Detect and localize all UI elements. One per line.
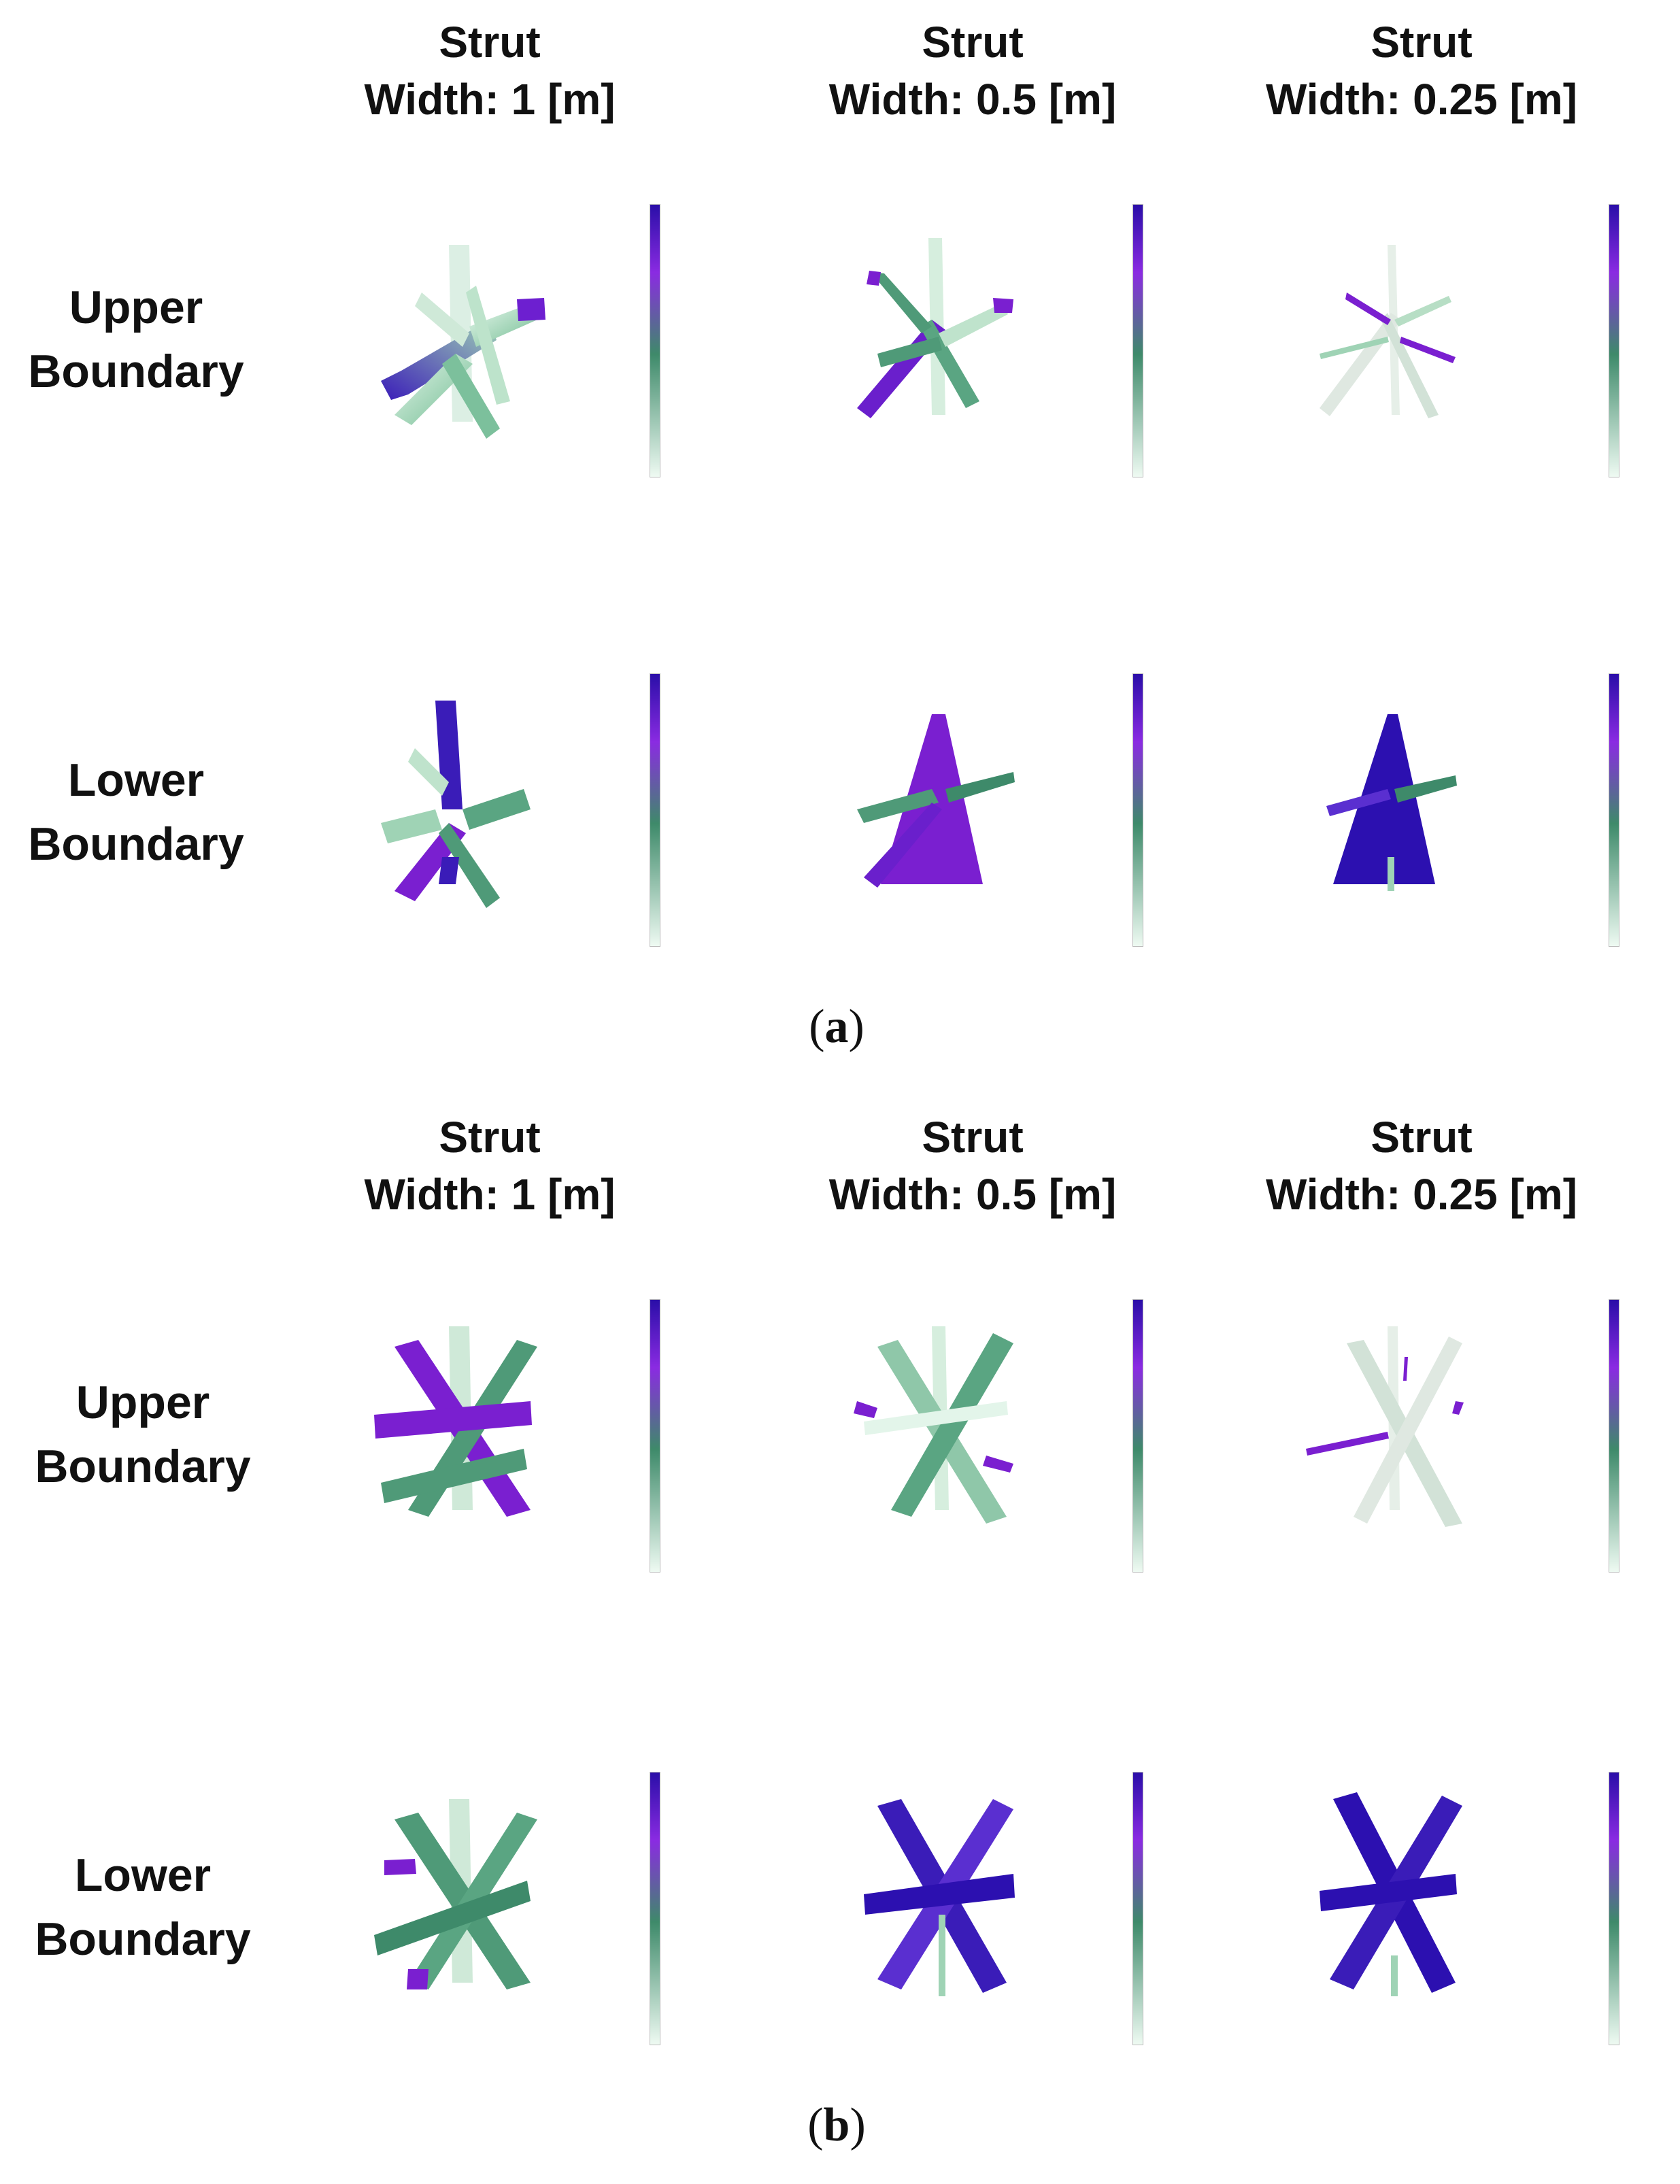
column-header-2: Strut Width: 0.5 [m] [782,14,1163,128]
row-header-upper: Upper Boundary [7,1371,279,1498]
stress-render-b-lower-1m [354,1779,626,2078]
stress-render-a-lower-1m [354,687,626,986]
strut-lattice-figure [381,701,531,908]
colorbar-a-lower-0.5m [1132,673,1143,947]
row-header-line1: Upper [75,1377,210,1428]
stress-render-a-lower-0.25m [1286,687,1558,986]
strut-lattice-figure [1320,1792,1462,1996]
row-header-line2: Boundary [35,1441,251,1492]
colorbar-b-lower-0.5m [1132,1772,1143,2045]
strut-lattice-figure [374,1326,537,1517]
row-header-line2: Boundary [28,346,244,397]
column-header-3: Strut Width: 0.25 [m] [1231,14,1612,128]
panel-label-close: ) [848,1001,864,1053]
colorbar-a-lower-1m [650,673,660,947]
row-header-line1: Upper [69,282,203,333]
panel-label-open: ( [809,1001,825,1053]
row-header-line2: Boundary [28,818,244,870]
row-header-lower: Lower Boundary [7,1843,279,1971]
colorbar-a-lower-0.25m [1609,673,1619,947]
strut-lattice-figure [857,714,1015,888]
colorbar-a-upper-1m [650,204,660,477]
column-header-line2: Width: 0.25 [m] [1265,1170,1578,1219]
column-header-2: Strut Width: 0.5 [m] [782,1109,1163,1223]
panel-label-a: (a) [769,1000,905,1054]
strut-lattice-figure [1306,1326,1464,1527]
column-header-line1: Strut [1371,18,1473,67]
column-header-1: Strut Width: 1 [m] [299,1109,680,1223]
strut-lattice-figure [1320,245,1456,418]
stress-render-a-upper-0.25m [1286,218,1558,517]
row-header-line1: Lower [67,754,205,806]
stress-render-b-upper-0.25m [1286,1306,1558,1605]
colorbar-b-upper-0.25m [1609,1299,1619,1573]
row-header-line1: Lower [74,1849,212,1901]
column-header-line1: Strut [1371,1113,1473,1162]
panel-label-open: ( [807,2099,824,2151]
row-header-line2: Boundary [35,1913,251,1965]
column-header-line2: Width: 0.5 [m] [828,1170,1117,1219]
colorbar-a-upper-0.5m [1132,204,1143,477]
stress-render-a-upper-1m [354,218,626,517]
stress-render-a-upper-0.5m [837,218,1109,517]
strut-lattice-figure [1326,714,1457,891]
panel-label-letter: b [823,2099,850,2151]
column-header-line2: Width: 1 [m] [364,75,616,124]
row-header-upper: Upper Boundary [0,275,272,403]
colorbar-b-upper-1m [650,1299,660,1573]
column-header-line1: Strut [439,1113,541,1162]
colorbar-b-upper-0.5m [1132,1299,1143,1573]
column-header-line1: Strut [922,1113,1024,1162]
column-header-line2: Width: 0.5 [m] [828,75,1117,124]
column-header-line2: Width: 1 [m] [364,1170,616,1219]
panel-label-letter: a [824,1001,849,1053]
row-header-lower: Lower Boundary [0,748,272,876]
strut-lattice-figure [374,1799,537,1989]
stress-render-b-lower-0.25m [1286,1779,1558,2078]
stress-render-a-lower-0.5m [837,687,1109,986]
colorbar-b-lower-1m [650,1772,660,2045]
stress-render-b-lower-0.5m [837,1779,1109,2078]
column-header-3: Strut Width: 0.25 [m] [1231,1109,1612,1223]
stress-render-b-upper-1m [354,1306,626,1605]
column-header-line1: Strut [439,18,541,67]
colorbar-b-lower-0.25m [1609,1772,1619,2045]
stress-render-b-upper-0.5m [837,1306,1109,1605]
panel-label-b: (b) [769,2098,905,2153]
strut-lattice-figure [857,238,1013,418]
colorbar-a-upper-0.25m [1609,204,1619,477]
panel-label-close: ) [850,2099,866,2151]
column-header-line2: Width: 0.25 [m] [1265,75,1578,124]
strut-lattice-figure [854,1326,1013,1524]
column-header-1: Strut Width: 1 [m] [299,14,680,128]
column-header-line1: Strut [922,18,1024,67]
strut-lattice-figure [864,1799,1015,1996]
strut-lattice-figure [381,245,545,439]
